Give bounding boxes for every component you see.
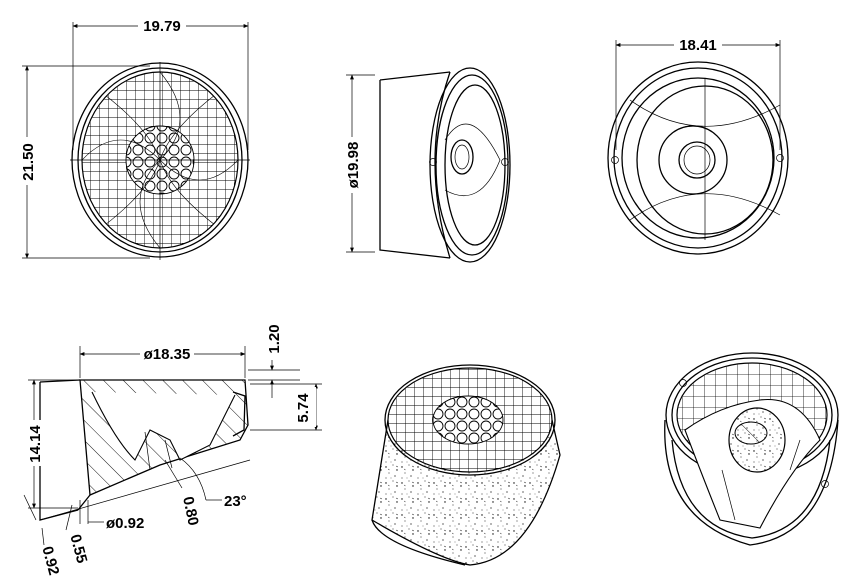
section-dim-a-label: 0.80	[179, 495, 202, 527]
back-width-label: 18.41	[679, 37, 717, 54]
section-step-height-label: 5.74	[295, 393, 312, 423]
front-width-label: 19.79	[143, 18, 181, 35]
side-view: ø19.98	[344, 67, 511, 263]
section-total-height-label: 14.14	[27, 425, 44, 463]
section-top-diameter-label: ø18.35	[144, 346, 191, 363]
section-angle-label: 23°	[224, 493, 247, 510]
section-view: ø18.35 1.20 5.74 14.14 ø0.92 0.80 23°	[23, 320, 322, 578]
front-view: 19.79 21.50	[19, 17, 250, 260]
front-height-label: 21.50	[20, 143, 37, 181]
side-diameter-label: ø19.98	[345, 142, 362, 189]
iso-back-view	[664, 352, 839, 546]
section-dim-b-label: 0.55	[66, 533, 90, 566]
section-dim-c-label: 0.92	[38, 545, 62, 578]
iso-top-view	[371, 364, 561, 566]
section-bottom-diameter-label: ø0.92	[106, 515, 144, 532]
section-rim-height-label: 1.20	[266, 324, 283, 353]
back-view: 18.41	[607, 36, 789, 255]
